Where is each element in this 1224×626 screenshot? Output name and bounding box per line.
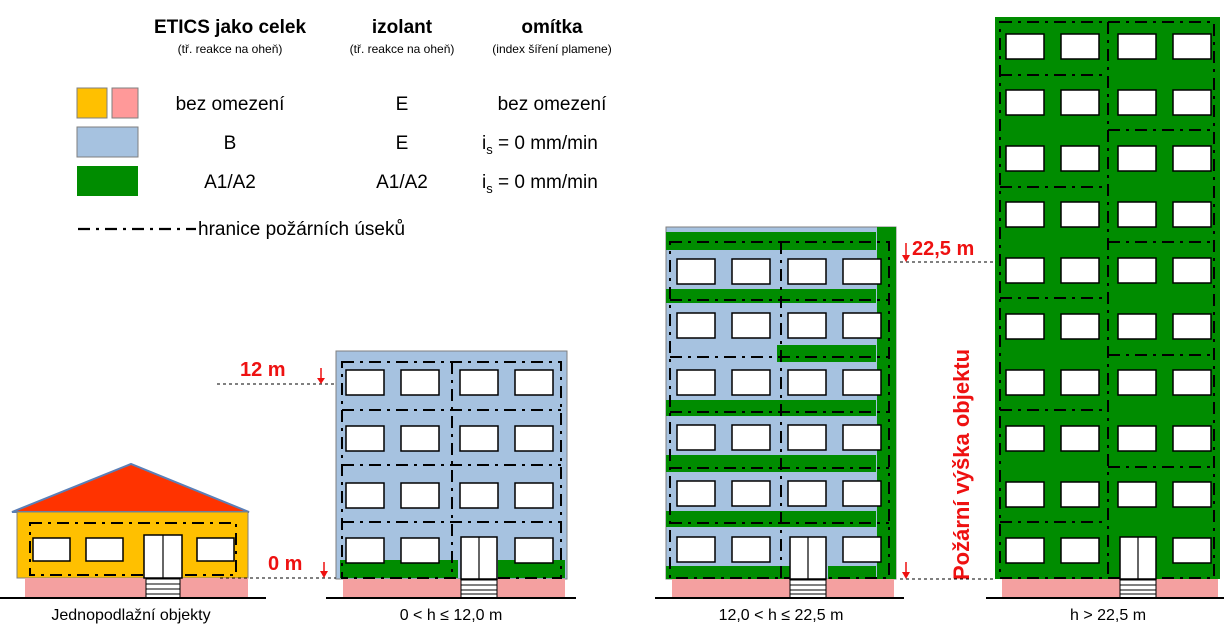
- building-high: [986, 17, 1224, 599]
- building-high-steps: [1119, 579, 1157, 599]
- building-low-green-base-right: [498, 560, 565, 578]
- fire-height-vertical-label: Požární výška objektu: [949, 349, 974, 580]
- building-mid-steps: [789, 579, 827, 599]
- building-high-plinth: [1002, 579, 1218, 598]
- building-mid: [655, 226, 904, 599]
- height-marker-12m: 12 m: [217, 359, 336, 385]
- building-low-boundaries: [341, 361, 562, 579]
- swatch-green: [77, 166, 138, 196]
- swatch-blue: [76, 126, 139, 158]
- building-low: [326, 350, 576, 599]
- legend-row2-etics: B: [224, 133, 237, 154]
- building-mid-windows: [676, 258, 882, 563]
- building-low-green-base-left: [340, 560, 458, 578]
- caption-single-storey: Jednopodlažní objekty: [51, 607, 210, 624]
- building-low-windows: [345, 369, 554, 564]
- legend-row1-omitka: bez omezení: [498, 94, 608, 115]
- swatch-orange: [76, 87, 108, 119]
- legend-row2-izolant: E: [396, 133, 409, 154]
- legend-row1-izolant: E: [396, 94, 409, 115]
- house-plinth: [25, 578, 248, 598]
- label-22-5m: 22,5 m: [912, 238, 974, 260]
- legend-subheader-izolant: (tř. reakce na oheň): [350, 42, 455, 56]
- house-roof: [11, 462, 250, 513]
- caption-low: 0 < h ≤ 12,0 m: [400, 607, 503, 624]
- building-high-boundaries: [999, 21, 1215, 579]
- house-window: [196, 537, 235, 562]
- house-window: [32, 537, 71, 562]
- building-mid-plinth: [672, 579, 894, 598]
- house-boundary: [29, 522, 237, 576]
- height-marker-22-5m: 22,5 m Požární výška objektu: [900, 238, 994, 580]
- caption-mid: 12,0 < h ≤ 22,5 m: [719, 607, 844, 624]
- legend-row1-etics: bez omezení: [176, 94, 286, 115]
- legend-row2-omitka: is = 0 mm/min: [482, 133, 598, 157]
- legend-row3-omitka: is = 0 mm/min: [482, 172, 598, 196]
- caption-high: h > 22,5 m: [1070, 607, 1146, 624]
- house-window: [85, 537, 124, 562]
- label-12m: 12 m: [240, 359, 286, 381]
- building-low-steps: [460, 579, 498, 599]
- legend-row3-etics: A1/A2: [204, 172, 256, 193]
- legend-subheader-etics: (tř. reakce na oheň): [178, 42, 283, 56]
- legend-row3-izolant: A1/A2: [376, 172, 428, 193]
- building-mid-boundaries: [669, 241, 890, 579]
- legend-header-izolant: izolant: [372, 17, 433, 38]
- legend-header-etics: ETICS jako celek: [154, 17, 307, 38]
- building-low-plinth: [343, 579, 565, 598]
- label-0m: 0 m: [268, 553, 302, 575]
- legend-boundary-label: hranice požárních úseků: [198, 219, 405, 240]
- height-marker-0m: 0 m: [220, 553, 336, 579]
- legend: ETICS jako celek (tř. reakce na oheň) iz…: [76, 17, 612, 240]
- house-single-storey: [0, 462, 266, 599]
- swatch-pink: [111, 87, 139, 119]
- legend-header-omitka: omítka: [521, 17, 583, 38]
- building-high-windows: [1005, 33, 1212, 564]
- house-steps: [145, 578, 181, 599]
- legend-subheader-omitka: (index šíření plamene): [492, 42, 611, 56]
